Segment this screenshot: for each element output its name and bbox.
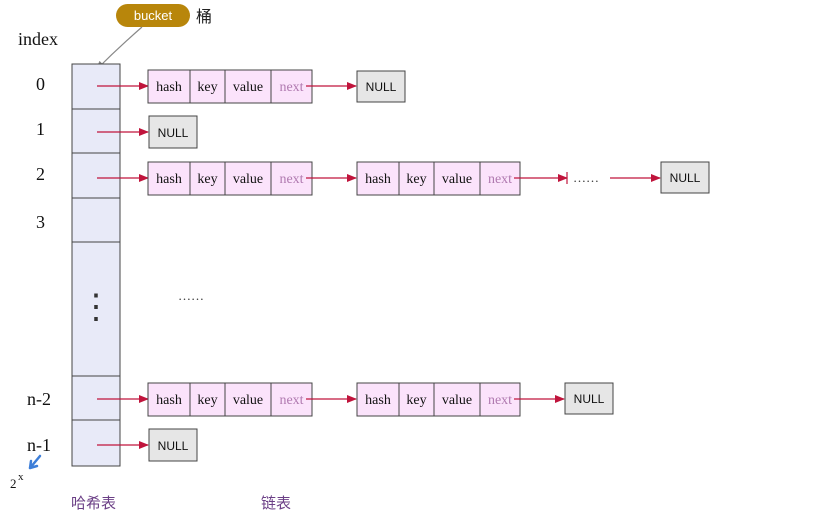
index-label: 2 bbox=[36, 164, 45, 184]
null-node: NULL bbox=[660, 161, 710, 194]
node-field-next: next bbox=[488, 393, 512, 408]
null-label: NULL bbox=[574, 392, 605, 406]
node-field-next: next bbox=[488, 172, 512, 187]
index-labels: 0 1 2 3 n-2 n-1 bbox=[27, 74, 51, 455]
list-node: hash key value next bbox=[147, 382, 313, 417]
chain-row-n-2: hash key value next hash key value next … bbox=[147, 382, 614, 417]
node-field-next: next bbox=[279, 80, 303, 95]
node-field-key: key bbox=[406, 393, 426, 408]
chain-row-1: NULL bbox=[148, 115, 198, 149]
node-field-hash: hash bbox=[156, 172, 182, 187]
node-field-value: value bbox=[233, 393, 263, 408]
power-base: 2 bbox=[10, 476, 17, 491]
list-node: hash key value next bbox=[147, 69, 313, 104]
middle-ellipsis: …… bbox=[178, 288, 204, 303]
index-label: n-1 bbox=[27, 435, 51, 455]
node-field-hash: hash bbox=[156, 393, 182, 408]
null-label: NULL bbox=[366, 80, 397, 94]
node-field-next: next bbox=[279, 393, 303, 408]
hash-table-caption: 哈希表 bbox=[71, 495, 116, 512]
index-label: 3 bbox=[36, 212, 45, 232]
bucket-arrows bbox=[97, 82, 149, 449]
bucket-label: 桶 bbox=[196, 8, 212, 26]
null-node: NULL bbox=[148, 115, 198, 149]
list-node: hash key value next bbox=[356, 161, 521, 196]
node-field-value: value bbox=[233, 172, 263, 187]
node-field-value: value bbox=[442, 172, 472, 187]
null-label: NULL bbox=[158, 126, 189, 140]
list-node: hash key value next bbox=[356, 382, 521, 417]
power-exponent: x bbox=[18, 471, 24, 483]
bucket-callout: bucket 桶 bbox=[95, 4, 212, 71]
chain-row-0: hash key value next NULL bbox=[147, 69, 406, 104]
node-field-key: key bbox=[197, 393, 217, 408]
node-field-hash: hash bbox=[156, 80, 182, 95]
node-field-value: value bbox=[233, 80, 263, 95]
index-label: n-2 bbox=[27, 389, 51, 409]
chain-row-2: hash key value next hash key value next … bbox=[147, 161, 710, 196]
node-field-hash: hash bbox=[365, 172, 391, 187]
node-field-key: key bbox=[197, 172, 217, 187]
node-field-key: key bbox=[406, 172, 426, 187]
null-label: NULL bbox=[158, 439, 189, 453]
chain-ellipsis: …… bbox=[573, 170, 599, 185]
table-ellipsis: ⋮ bbox=[79, 289, 113, 326]
node-field-hash: hash bbox=[365, 393, 391, 408]
index-label: 0 bbox=[36, 74, 45, 94]
linked-list-caption: 链表 bbox=[261, 495, 291, 512]
node-field-key: key bbox=[197, 80, 217, 95]
node-field-next: next bbox=[279, 172, 303, 187]
node-field-value: value bbox=[442, 393, 472, 408]
chain-row-n-1: NULL bbox=[148, 428, 198, 462]
bucket-badge bbox=[116, 4, 190, 27]
list-node: hash key value next bbox=[147, 161, 313, 196]
null-label: NULL bbox=[670, 171, 701, 185]
power-marker: 2 x bbox=[10, 454, 42, 491]
index-header: index bbox=[18, 29, 58, 49]
hash-table-outline bbox=[71, 63, 121, 467]
power-arrow-icon bbox=[28, 454, 42, 470]
hash-table: ⋮ bbox=[71, 63, 121, 467]
null-node: NULL bbox=[356, 70, 406, 103]
bucket-badge-text: bucket bbox=[134, 8, 173, 23]
null-node: NULL bbox=[564, 382, 614, 415]
null-node: NULL bbox=[148, 428, 198, 462]
index-label: 1 bbox=[36, 119, 45, 139]
